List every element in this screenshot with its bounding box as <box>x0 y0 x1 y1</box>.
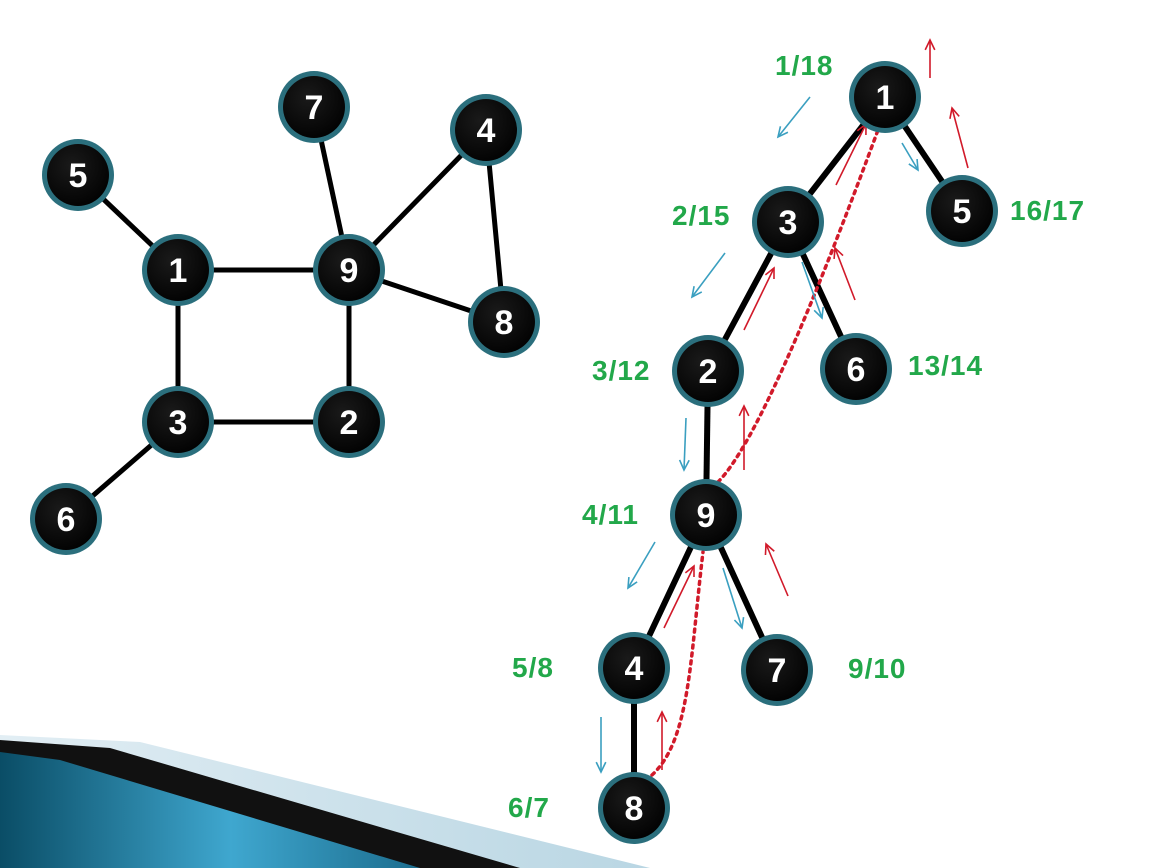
node-label: 4 <box>477 112 496 150</box>
node-label: 2 <box>340 404 359 442</box>
node-circle <box>455 99 517 161</box>
descend-arrow <box>722 567 745 630</box>
descend-arrow <box>595 717 607 774</box>
time-label: 13/14 <box>908 350 983 381</box>
node-circle <box>603 637 665 699</box>
return-arrow <box>949 106 969 169</box>
graph-node: 4 <box>450 94 522 166</box>
node-label: 5 <box>69 157 88 195</box>
graph-node: 8 <box>598 772 670 844</box>
time-label: 2/15 <box>672 200 731 231</box>
graph-node: 7 <box>278 71 350 143</box>
back-edge <box>716 128 880 484</box>
dfs-tree-nodes: 1 3 5 2 6 9 4 7 8 <box>598 61 998 844</box>
return-arrow <box>663 564 695 629</box>
node-label: 1 <box>876 79 895 117</box>
graph-node: 2 <box>672 335 744 407</box>
time-label: 9/10 <box>848 653 907 684</box>
left-graph-nodes: 1 2 3 4 5 6 7 8 9 <box>30 71 540 555</box>
node-circle <box>746 639 808 701</box>
node-circle <box>854 66 916 128</box>
node-label: 3 <box>169 404 188 442</box>
discovery-finish-labels: 1/18 2/15 16/17 3/12 13/14 4/11 5/8 9/10 6/7 <box>508 50 1085 823</box>
node-circle <box>35 488 97 550</box>
return-arrow <box>738 404 750 470</box>
node-circle <box>318 239 380 301</box>
node-label: 7 <box>305 89 324 127</box>
graph-node: 1 <box>849 61 921 133</box>
node-circle <box>318 391 380 453</box>
node-circle <box>47 144 109 206</box>
node-circle <box>931 180 993 242</box>
return-arrow <box>833 246 856 301</box>
time-label: 1/18 <box>775 50 834 81</box>
left-graph-edges <box>64 106 507 521</box>
node-circle <box>757 191 819 253</box>
graph-node: 3 <box>142 386 214 458</box>
time-label: 16/17 <box>1010 195 1085 226</box>
node-label: 9 <box>340 252 359 290</box>
descend-arrow <box>627 541 656 590</box>
descend-arrow <box>801 261 824 320</box>
graph-node: 6 <box>30 483 102 555</box>
graph-node: 8 <box>468 286 540 358</box>
return-arrow <box>743 266 775 331</box>
graph-node: 9 <box>670 479 742 551</box>
node-circle <box>677 340 739 402</box>
node-circle <box>473 291 535 353</box>
descend-arrow <box>901 142 919 172</box>
graph-node: 5 <box>42 139 114 211</box>
return-arrow <box>656 710 668 770</box>
graph-node: 7 <box>741 634 813 706</box>
descend-arrow <box>678 417 690 472</box>
time-label: 5/8 <box>512 652 554 683</box>
node-label: 6 <box>847 351 866 389</box>
return-arrow <box>764 542 789 597</box>
time-label: 3/12 <box>592 355 651 386</box>
graph-node: 1 <box>142 234 214 306</box>
time-label: 6/7 <box>508 792 550 823</box>
node-circle <box>147 239 209 301</box>
node-label: 6 <box>57 501 76 539</box>
node-label: 1 <box>169 252 188 290</box>
return-arrow <box>924 38 936 78</box>
node-label: 4 <box>625 650 644 688</box>
graph-node: 3 <box>752 186 824 258</box>
node-label: 3 <box>779 204 798 242</box>
node-label: 8 <box>495 304 514 342</box>
dfs-back-edges <box>650 128 880 777</box>
node-label: 9 <box>697 497 716 535</box>
graph-node: 4 <box>598 632 670 704</box>
descend-arrow <box>776 96 811 139</box>
node-label: 8 <box>625 790 644 828</box>
graph-node: 9 <box>313 234 385 306</box>
graph-node: 5 <box>926 175 998 247</box>
time-label: 4/11 <box>582 499 639 530</box>
traversal-arrows <box>595 38 969 774</box>
node-label: 5 <box>953 193 972 231</box>
node-label: 7 <box>768 652 787 690</box>
node-circle <box>675 484 737 546</box>
node-label: 2 <box>699 353 718 391</box>
node-circle <box>603 777 665 839</box>
back-edge <box>650 550 705 777</box>
graph-node: 2 <box>313 386 385 458</box>
node-circle <box>283 76 345 138</box>
node-circle <box>825 338 887 400</box>
decorative-corner-stripes <box>0 735 650 868</box>
node-circle <box>147 391 209 453</box>
descend-arrow <box>690 252 726 299</box>
graph-node: 6 <box>820 333 892 405</box>
